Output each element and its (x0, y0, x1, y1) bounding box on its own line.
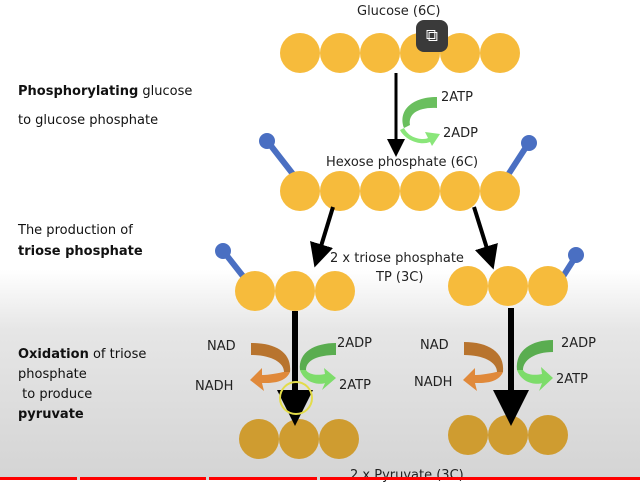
pyruvate-right (448, 415, 568, 455)
progress-segment-2[interactable] (80, 477, 206, 480)
left-adp-label: 2ADP (337, 336, 373, 351)
glucose-label: Glucose (6C) (357, 4, 441, 19)
step2-line1: The production of (18, 223, 133, 238)
step1-bold: Phosphorylating (18, 84, 139, 99)
progress-segment-3[interactable] (209, 477, 317, 480)
right-nad-label: NAD (420, 338, 449, 353)
cursor-highlight (279, 381, 313, 415)
adp-arrow-left (299, 343, 336, 390)
left-nadh-label: NADH (195, 379, 234, 394)
step3-line3: to produce (18, 387, 93, 402)
nad-arrow-right (463, 342, 504, 391)
step1-atp-label: 2ATP (441, 90, 473, 105)
step3-line2: phosphate (18, 367, 87, 382)
right-adp-label: 2ADP (561, 336, 597, 351)
adp-arrow-right (516, 340, 553, 391)
triose-phosphate-left (215, 243, 355, 311)
triose-phosphate-right (448, 247, 584, 306)
triose-label-line1: 2 x triose phosphate (330, 251, 464, 266)
right-atp-label: 2ATP (556, 372, 588, 387)
step3-bold: Oxidation (18, 347, 89, 362)
glucose-molecule (280, 33, 520, 73)
step1-line2: to glucose phosphate (18, 113, 159, 128)
step1-rest: glucose (138, 84, 193, 99)
triose-label-line2: TP (3C) (376, 270, 424, 285)
nad-arrow-left (250, 343, 291, 391)
left-atp-label: 2ATP (339, 378, 371, 393)
step1-description: Phosphorylating glucose to glucose phosp… (18, 81, 192, 131)
left-nad-label: NAD (207, 339, 236, 354)
progress-segment-4[interactable] (320, 477, 640, 480)
step2-bold: triose phosphate (18, 244, 143, 259)
step1-adp-label: 2ADP (443, 126, 479, 141)
picture-in-picture-icon[interactable]: ⧉ (416, 20, 448, 52)
step3-rest: of triose (88, 347, 147, 362)
hexose-phosphate-molecule (259, 133, 537, 211)
hexose-phosphate-label: Hexose phosphate (6C) (326, 155, 479, 170)
step3-bold2: pyruvate (18, 407, 84, 422)
right-nadh-label: NADH (414, 375, 453, 390)
pyruvate-label: 2 x Pyruvate (3C) (350, 468, 464, 483)
step2-description: The production of triose phosphate (18, 220, 143, 262)
step3-description: Oxidation of triose phosphate to produce… (18, 345, 146, 425)
reaction-arrows (277, 73, 529, 426)
progress-segment-1[interactable] (0, 477, 77, 480)
atp-arrow-step1 (400, 97, 440, 146)
pyruvate-left (239, 419, 359, 459)
